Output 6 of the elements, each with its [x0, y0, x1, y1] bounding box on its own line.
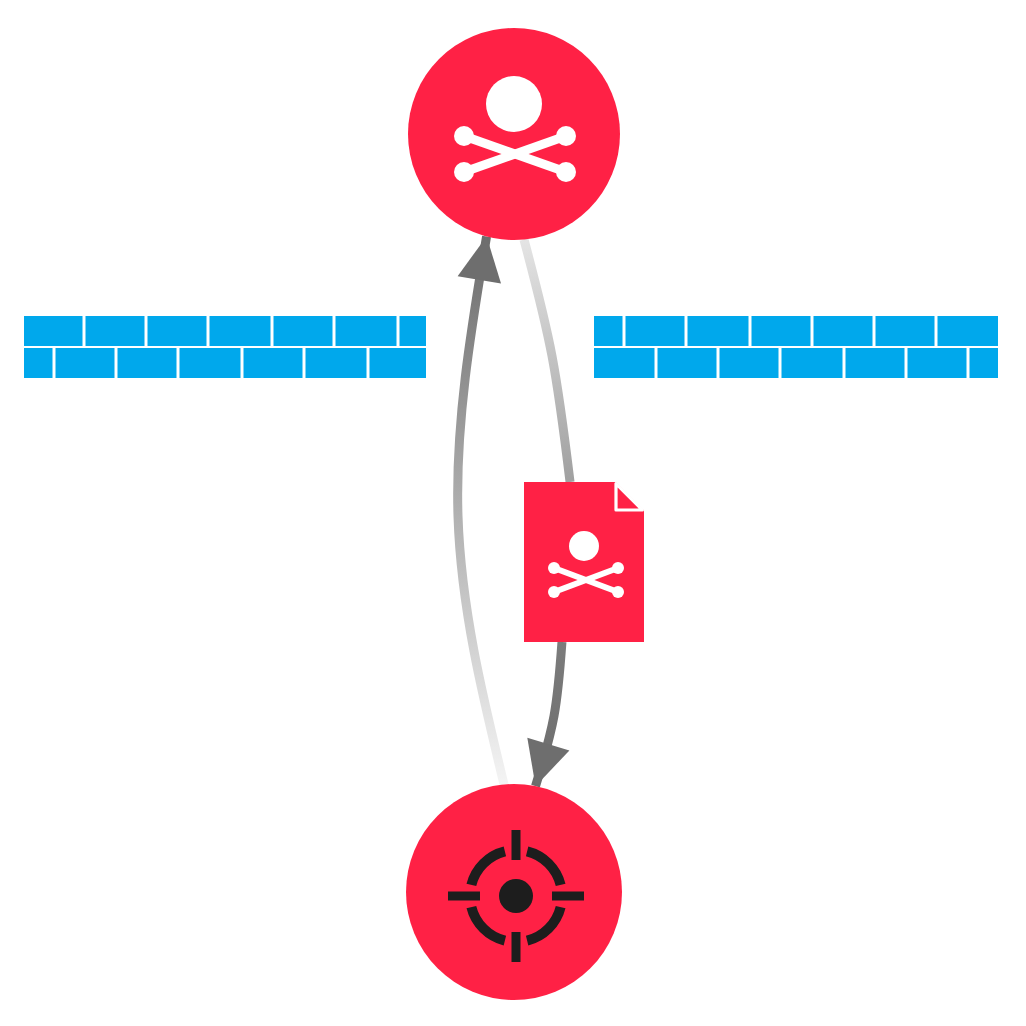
connector-line	[519, 238, 575, 483]
skull-file-icon	[524, 482, 644, 642]
skull-crossbones-icon	[408, 28, 620, 240]
arrow	[453, 235, 509, 786]
arrow	[527, 641, 570, 788]
crosshair-icon	[406, 784, 622, 1000]
